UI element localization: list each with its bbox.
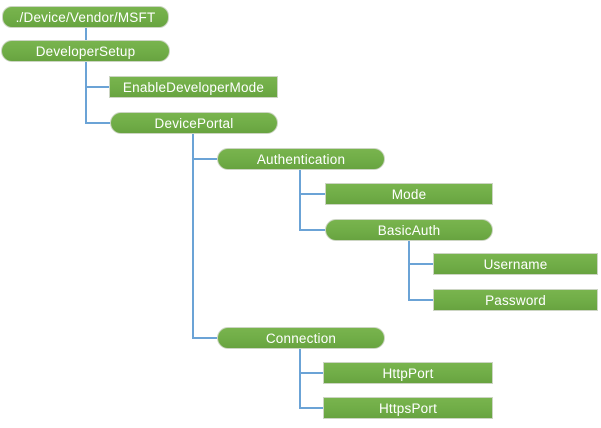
connector-line	[192, 134, 194, 339]
connector-line	[192, 337, 219, 339]
connector-line	[299, 170, 301, 231]
node-label: DevicePortal	[154, 115, 234, 131]
node-label: EnableDeveloperMode	[122, 79, 265, 95]
node-label: BasicAuth	[377, 222, 441, 238]
node-device-portal: DevicePortal	[110, 112, 278, 134]
connector-line	[408, 299, 435, 301]
node-label: HttpsPort	[378, 400, 438, 416]
node-mode: Mode	[325, 183, 493, 205]
node-connection: Connection	[217, 327, 385, 349]
node-label: ./Device/Vendor/MSFT	[15, 9, 156, 25]
connector-line	[299, 372, 325, 374]
node-label: Authentication	[256, 151, 346, 167]
connector-line	[85, 62, 87, 124]
connector-line	[192, 158, 219, 160]
connector-line	[85, 28, 87, 40]
node-label: DeveloperSetup	[35, 43, 136, 59]
connector-line	[299, 349, 301, 409]
node-authentication: Authentication	[217, 148, 385, 170]
node-username: Username	[433, 253, 598, 275]
node-label: Password	[485, 292, 546, 308]
connector-line	[299, 229, 327, 231]
connector-line	[299, 193, 327, 195]
connector-line	[299, 407, 325, 409]
node-developer-setup: DeveloperSetup	[1, 40, 170, 62]
node-label: Mode	[391, 186, 427, 202]
connector-line	[85, 86, 110, 88]
connector-line	[85, 122, 112, 124]
node-label: Connection	[265, 330, 337, 346]
node-label: HttpPort	[382, 365, 434, 381]
node-label: Username	[483, 256, 548, 272]
node-http-port: HttpPort	[323, 362, 493, 384]
node-password: Password	[433, 289, 598, 311]
node-basic-auth: BasicAuth	[325, 219, 493, 241]
node-https-port: HttpsPort	[323, 397, 493, 419]
connector-line	[408, 263, 435, 265]
node-enable-developer-mode: EnableDeveloperMode	[109, 76, 278, 98]
connector-line	[408, 241, 410, 301]
node-device-vendor-msft: ./Device/Vendor/MSFT	[2, 6, 169, 28]
